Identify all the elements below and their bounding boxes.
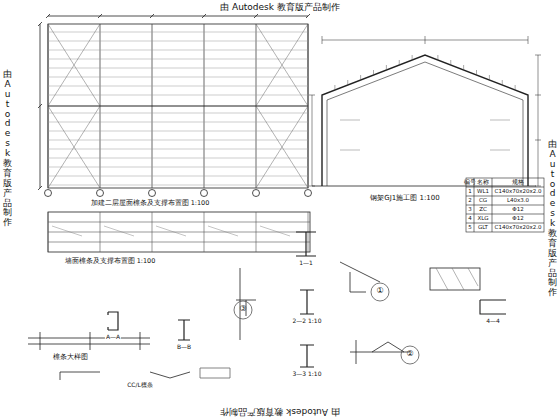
section-label: 4—4 [485,318,501,325]
table-cell: Φ12 [511,215,524,221]
watermark: 由 Autodesk 教育版产品制作 [3,70,12,228]
section-label: 1—1 [298,260,314,267]
table-cell: 2 [467,197,473,203]
table-cell: 编号 [463,179,477,185]
member-table [466,178,544,232]
table-cell: 规格 [511,179,525,185]
section-details [234,232,506,367]
portal-frame [309,36,541,186]
detail-callout: ③ [238,304,247,313]
table-cell: 1 [467,188,473,194]
section-label: A—A [105,334,121,341]
section-label: B—B [176,344,192,351]
table-cell: Φ12 [511,206,524,212]
table-cell: 名称 [476,179,490,185]
roof-plan [38,14,312,197]
table-cell: L40x3.0 [506,197,530,203]
table-cell: 3 [467,206,473,212]
detail-callout: ② [405,349,414,358]
section-label: 2—2 1:10 [291,318,322,325]
watermark: 由 Autodesk 教育版产品制作 [548,140,557,298]
section-label: 3—3 1:10 [291,371,322,378]
table-cell: WL1 [476,188,490,194]
purlin-details [28,312,230,380]
table-cell: 5 [467,224,473,230]
detail-callout: ① [375,286,384,295]
table-cell: C140x70x20x2.0 [494,224,543,230]
watermark: 由 Autodesk 教育版产品制作 [219,2,341,12]
table-cell: CG [478,197,488,203]
view-title: 加建二层屋面檩条及支撑布置图 1:100 [90,200,211,207]
table-cell: C140x70x20x2.0 [494,188,543,194]
table-cell: GLT [477,224,489,230]
table-cell: 4 [467,215,473,221]
table-cell: XLG [476,215,489,221]
view-title: 墙面檩条及支撑布置图 1:100 [64,258,157,265]
view-title: 檩条大样图 [52,354,89,361]
watermark: 由 Autodesk 教育版产品制作 [219,407,341,417]
table-cell: ZC [478,206,488,212]
wall-elevation [48,212,310,252]
view-title: 钢架GJ1施工图 1:100 [369,194,440,202]
section-label: CC/L檩条 [126,382,154,389]
